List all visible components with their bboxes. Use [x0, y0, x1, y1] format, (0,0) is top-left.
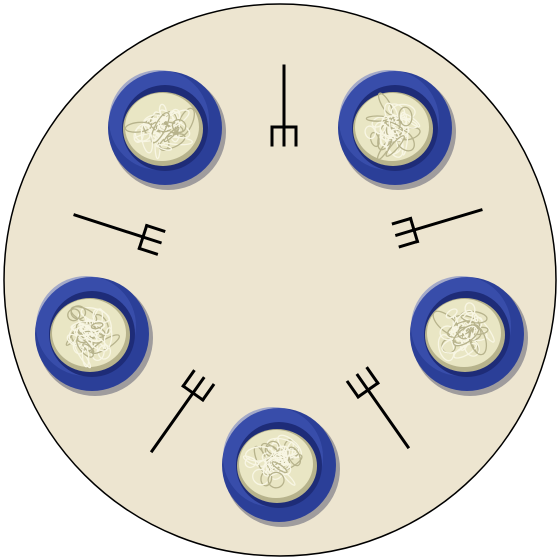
fork-tine: [137, 246, 159, 256]
fork-tine: [345, 380, 361, 399]
fork-handle: [365, 387, 411, 450]
noodle-strand: [385, 135, 405, 157]
fork-tine: [144, 223, 166, 234]
spaghetti-pile: [50, 298, 130, 372]
forks: [73, 64, 483, 454]
noodle-strand: [133, 127, 144, 143]
noodle-strand: [242, 455, 260, 466]
noodle-strand: [268, 462, 291, 475]
fork-handle: [412, 208, 483, 232]
fork-2: [391, 208, 483, 249]
noodle-strand: [163, 126, 180, 143]
noodle-strand: [267, 471, 285, 489]
spaghetti-pile: [353, 92, 433, 166]
fork-tine: [394, 228, 416, 238]
noodle-strand: [143, 117, 160, 133]
noodle-strand: [245, 446, 274, 462]
plate-4: [35, 276, 153, 396]
plate-5: [222, 407, 340, 527]
noodle-strand: [277, 434, 303, 458]
noodle-strand: [81, 345, 90, 368]
spaghetti-pile: [425, 298, 505, 372]
noodle-strand: [159, 133, 186, 150]
fork-tine: [398, 239, 420, 249]
noodle-strand: [446, 320, 476, 338]
noodle-strand: [385, 120, 404, 132]
plate-3: [410, 276, 528, 396]
spaghetti-pile: [237, 429, 317, 503]
noodle-strand: [287, 446, 302, 467]
fork-handle: [149, 390, 196, 454]
noodle-strand: [252, 468, 270, 486]
fork-tine: [141, 235, 163, 245]
noodle-strand: [398, 106, 413, 127]
noodle-strand: [159, 111, 181, 130]
fork-handle: [73, 213, 145, 239]
fork-tine: [365, 366, 380, 386]
fork-3: [345, 366, 411, 450]
fork-tine: [181, 369, 196, 389]
fork-tine: [355, 373, 371, 393]
noodle-strand: [73, 324, 103, 337]
noodle-strand: [452, 324, 480, 347]
noodle-strand: [439, 325, 456, 341]
plate-1: [108, 70, 226, 190]
noodle-strand: [379, 115, 391, 147]
noodle-strand: [364, 125, 376, 140]
noodle-strand: [272, 449, 297, 459]
noodle-strand: [271, 461, 288, 474]
noodle-strand: [140, 123, 154, 154]
noodle-strand: [103, 327, 113, 350]
noodle-strand: [78, 322, 98, 343]
noodle-strand: [67, 308, 81, 322]
fork-1: [270, 64, 298, 147]
noodle-strand: [445, 308, 458, 319]
noodle-strand: [464, 302, 476, 317]
fork-5: [73, 213, 166, 256]
spaghetti-pile: [123, 92, 203, 166]
noodle-strand: [468, 324, 488, 356]
noodle-strand: [274, 445, 290, 461]
noodle-strand: [437, 334, 455, 362]
noodle-strand: [274, 453, 286, 464]
noodle-strand: [90, 322, 104, 330]
fork-tine: [200, 383, 216, 403]
noodle-strand: [460, 338, 469, 351]
noodle-strand: [157, 143, 173, 151]
noodle-strand: [385, 137, 399, 155]
noodle-strand: [171, 119, 187, 133]
noodle-strand: [261, 452, 290, 471]
fork-tine: [190, 376, 206, 396]
noodle-strand: [390, 103, 416, 121]
noodle-strand: [124, 121, 153, 133]
noodle-strand: [369, 131, 380, 148]
fork-tine: [391, 216, 413, 226]
noodle-strand: [441, 338, 466, 354]
plates: [35, 70, 528, 527]
fork-4: [149, 369, 216, 454]
plate-2: [338, 70, 456, 190]
